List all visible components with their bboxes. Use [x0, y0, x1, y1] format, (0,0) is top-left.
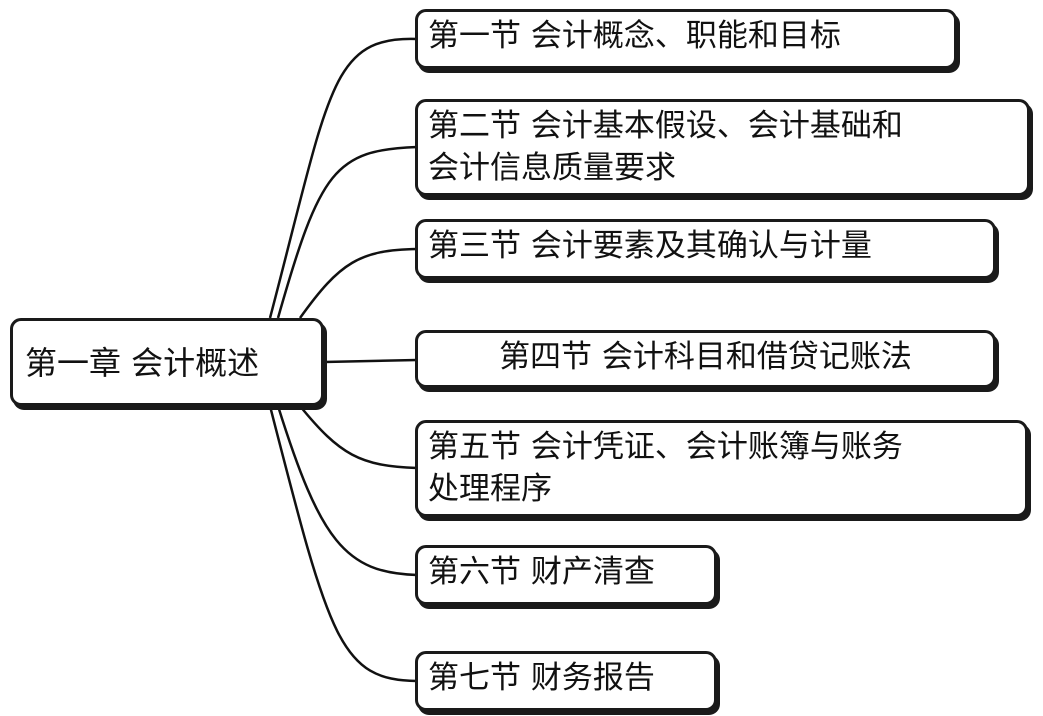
section-node-5: 第五节 会计凭证、会计账簿与账务 处理程序	[415, 420, 1028, 517]
root-topic-node: 第一章 会计概述	[10, 318, 324, 406]
section-node-1: 第一节 会计概念、职能和目标	[415, 9, 957, 69]
connector-section-3	[298, 247, 418, 319]
connector-section-6	[276, 405, 418, 577]
section-1-label: 第一节 会计概念、职能和目标	[428, 18, 841, 54]
section-node-4: 第四节 会计科目和借贷记账法	[415, 330, 996, 388]
section-7-label: 第七节 财务报告	[428, 660, 655, 696]
connector-section-1	[268, 37, 418, 319]
section-6-label: 第六节 财产清查	[428, 554, 655, 590]
section-node-7: 第七节 财务报告	[415, 651, 717, 711]
connector-section-5	[299, 405, 418, 470]
connector-section-7	[268, 405, 418, 683]
section-node-2: 第二节 会计基本假设、会计基础和 会计信息质量要求	[415, 99, 1030, 196]
connector-section-2	[276, 145, 418, 319]
section-5-label-line-2: 处理程序	[428, 471, 552, 507]
section-2-label-line-2: 会计信息质量要求	[428, 150, 676, 186]
section-2-label-line-1: 第二节 会计基本假设、会计基础和	[428, 108, 903, 144]
section-5-label-line-1: 第五节 会计凭证、会计账簿与账务	[428, 429, 903, 465]
root-topic-label: 第一章 会计概述	[25, 344, 260, 382]
section-node-6: 第六节 财产清查	[415, 545, 717, 605]
section-node-3: 第三节 会计要素及其确认与计量	[415, 219, 996, 279]
section-3-label: 第三节 会计要素及其确认与计量	[428, 228, 872, 264]
connector-section-4	[323, 358, 418, 364]
section-4-label: 第四节 会计科目和借贷记账法	[499, 339, 912, 375]
